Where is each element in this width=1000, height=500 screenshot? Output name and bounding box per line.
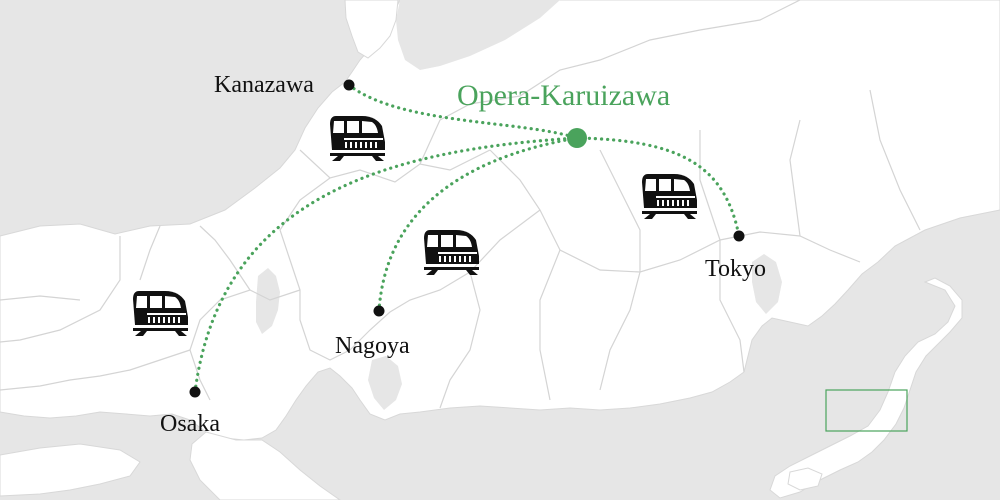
sea-toyama-bay <box>396 0 560 70</box>
inset-frame <box>825 389 908 432</box>
inset-shikoku <box>787 467 823 491</box>
lake-biwa <box>256 268 280 334</box>
city-dot-osaka[interactable] <box>189 386 201 398</box>
land-noto <box>344 0 399 59</box>
train-icon <box>133 291 188 336</box>
city-dots <box>189 79 745 398</box>
city-label-osaka[interactable]: Osaka <box>160 411 220 437</box>
route-nagoya <box>377 136 579 313</box>
route-kanazawa <box>347 83 579 140</box>
prefecture-borders <box>0 0 921 409</box>
city-dot-tokyo[interactable] <box>733 230 745 242</box>
city-label-kanazawa[interactable]: Kanazawa <box>214 72 314 98</box>
city-dot-kanazawa[interactable] <box>343 79 355 91</box>
city-dot-nagoya[interactable] <box>373 305 385 317</box>
city-label-tokyo[interactable]: Tokyo <box>705 256 766 282</box>
train-icon <box>330 116 385 161</box>
route-tokyo <box>575 136 741 238</box>
train-icon <box>424 230 479 275</box>
city-label-nagoya[interactable]: Nagoya <box>335 333 410 359</box>
destination-label[interactable]: Opera-Karuizawa <box>457 79 671 112</box>
destination-dot[interactable] <box>567 128 587 148</box>
route-osaka <box>193 136 579 394</box>
land-kii <box>189 431 341 500</box>
routes <box>193 83 741 394</box>
land-honshu <box>0 0 1000 441</box>
ise-bay <box>368 356 402 410</box>
land-south <box>0 443 141 497</box>
tokyo-bay <box>752 254 782 314</box>
train-icon <box>642 174 697 219</box>
